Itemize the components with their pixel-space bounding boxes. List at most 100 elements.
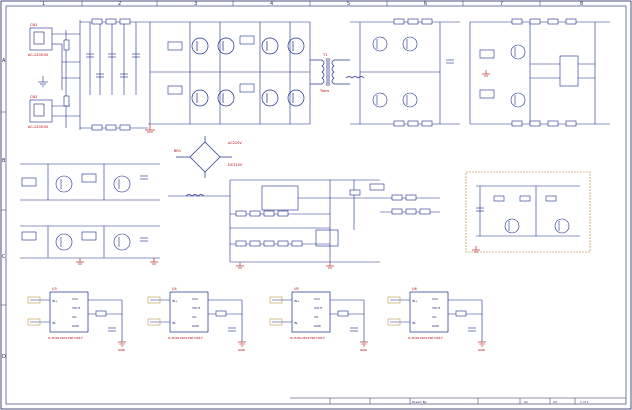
col-label-6: 6 bbox=[424, 1, 427, 7]
title-size: A3 bbox=[553, 400, 557, 404]
driver-resistor bbox=[337, 310, 349, 317]
gnd-label: GND bbox=[360, 348, 368, 352]
row-markers: A B C D bbox=[1, 58, 6, 360]
driver-ic-2: GND IN+ IN- VCC VOUT VO GND U4IC-HCPL2631TSE-Hz… bbox=[147, 287, 246, 352]
driver-pin-label: IN- bbox=[294, 321, 298, 325]
driver-ic-3: GNDIN+IN-VCCVOUTVOGNDU5IC-HCPL2631TSE-Hz… bbox=[269, 287, 368, 352]
column-markers: 1 2 3 4 5 6 7 8 bbox=[42, 1, 583, 7]
gate-driver-boxes bbox=[167, 35, 255, 95]
driver-port-box bbox=[387, 318, 401, 326]
gnd-label: GND bbox=[238, 348, 246, 352]
driver-pin-label: GND bbox=[314, 324, 322, 328]
driver-pin-label: GND bbox=[432, 324, 440, 328]
gnd-label: GND bbox=[118, 348, 126, 352]
transformer-label: Trans bbox=[319, 89, 329, 93]
driver-pin-label: VO bbox=[432, 315, 437, 319]
driver-pin-label: VOUT bbox=[432, 306, 441, 310]
driver-ref: U4 bbox=[172, 287, 178, 291]
driver-port-box bbox=[269, 318, 283, 326]
driver-ref: U3 bbox=[52, 287, 57, 291]
row-label-d: D bbox=[2, 354, 6, 360]
title-drawn-label: Drawn By bbox=[412, 400, 427, 404]
driver-ic-1: GNDIN+IN-VCCVOUTVOGNDU3IC-HCPL2631TSE-Hz… bbox=[27, 287, 126, 352]
col-label-3: 3 bbox=[194, 1, 197, 7]
driver-ref: U5 bbox=[294, 287, 299, 291]
gnd-symbols-mid bbox=[76, 258, 334, 269]
driver-port-box bbox=[147, 296, 161, 304]
bridge-rectifier bbox=[176, 136, 232, 178]
mid-right-sense bbox=[465, 171, 591, 253]
input-resistors bbox=[63, 18, 131, 131]
driver-pin-label: IN- bbox=[52, 321, 56, 325]
driver-pin-label: VCC bbox=[314, 297, 320, 301]
driver-ic-body bbox=[291, 291, 331, 333]
driver-resistor bbox=[455, 310, 467, 317]
col-label-1: 1 bbox=[42, 1, 45, 7]
bridge-ref: BR1 bbox=[174, 149, 181, 153]
driver-port-box bbox=[27, 318, 41, 326]
cn2-label: AC-220V-IN bbox=[28, 125, 48, 129]
output-rectifier bbox=[350, 18, 460, 127]
col-label-7: 7 bbox=[500, 1, 503, 7]
driver-pin-label: VCC bbox=[192, 297, 198, 301]
driver-pin-label: VCC bbox=[432, 297, 438, 301]
driver-pin-label: VOUT bbox=[72, 306, 81, 310]
driver-resistor bbox=[215, 310, 227, 317]
row-label-a: A bbox=[2, 58, 6, 64]
driver-part-label: IC-HCPL2631TSE-Hz8-F bbox=[168, 336, 203, 340]
driver-pin-label: IN- bbox=[172, 321, 176, 325]
driver-pin-label: IN+ bbox=[52, 299, 58, 303]
transformer-ref: T1 bbox=[322, 53, 327, 57]
driver-pin-label: VOUT bbox=[314, 306, 323, 310]
driver-pin-label: VO bbox=[314, 315, 319, 319]
driver-pin-label: VCC bbox=[72, 297, 78, 301]
driver-pin-label: GND bbox=[192, 324, 200, 328]
driver-part-label: IC-HCPL2631TSE-Hz8-F bbox=[408, 336, 443, 340]
driver-ic-body bbox=[169, 291, 209, 333]
driver-port-box bbox=[27, 296, 41, 304]
col-label-4: 4 bbox=[270, 1, 273, 7]
cn1-ref: CN1 bbox=[30, 23, 37, 27]
driver-part-label: IC-HCPL2631TSE-Hz8-F bbox=[48, 336, 83, 340]
mosfet-group bbox=[191, 37, 305, 107]
driver-port-box bbox=[147, 318, 161, 326]
driver-resistor bbox=[95, 310, 107, 317]
driver-part-label: IC-HCPL2631TSE-Hz8-F bbox=[290, 336, 325, 340]
ac-input-section bbox=[29, 20, 148, 130]
transformer-labels: T1 Trans bbox=[319, 53, 329, 93]
driver-pin-label: VOUT bbox=[192, 306, 201, 310]
driver-ref: U6 bbox=[412, 287, 417, 291]
bridge-labels: BR1 AC220V DC310V bbox=[174, 141, 243, 167]
driver-port-box bbox=[269, 296, 283, 304]
h-bridge bbox=[148, 21, 311, 125]
driver-pin-label: IN+ bbox=[412, 299, 418, 303]
col-label-5: 5 bbox=[347, 1, 350, 7]
gnd-symbol-a1 bbox=[38, 76, 48, 87]
gnd-symbol-output bbox=[482, 70, 490, 77]
driver-pin-label: IN- bbox=[412, 321, 416, 325]
cn2-ref: CN2 bbox=[30, 95, 37, 99]
driver-ic-body bbox=[409, 291, 449, 333]
bridge-in-label: AC220V bbox=[228, 141, 242, 145]
title-rev: A1 bbox=[524, 400, 528, 404]
title-block bbox=[290, 397, 626, 404]
driver-pin-label: VO bbox=[192, 315, 197, 319]
row-label-c: C bbox=[2, 254, 6, 260]
gnd-label: GND bbox=[478, 348, 486, 352]
bridge-out-label: DC310V bbox=[228, 163, 243, 167]
driver-port-box bbox=[387, 296, 401, 304]
driver-ic-body bbox=[49, 291, 89, 333]
sheet-inner-border bbox=[5, 5, 627, 405]
mid-left-drivers bbox=[20, 163, 160, 259]
col-label-8: 8 bbox=[580, 1, 583, 7]
driver-pin-label: IN+ bbox=[172, 299, 178, 303]
gnd-symbol-sense bbox=[472, 246, 480, 253]
gnd-symbol-bridge bbox=[145, 124, 155, 133]
driver-pin-label: VO bbox=[72, 315, 77, 319]
row-label-b: B bbox=[2, 158, 6, 164]
mid-center-network bbox=[168, 179, 440, 263]
ac-input-labels: CN1 AC-220V-IN CN2 AC-220V-IN bbox=[28, 23, 48, 129]
col-label-2: 2 bbox=[118, 1, 121, 7]
